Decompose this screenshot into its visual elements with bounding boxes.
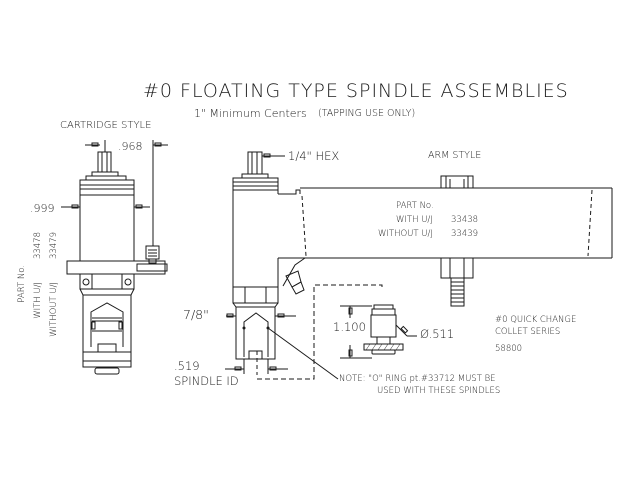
spindle-id-value: .519 [174, 359, 200, 373]
dimension-7-8: 7/8" [183, 307, 209, 322]
collet-detail [340, 304, 417, 359]
cartridge-part-number: 33479 [49, 232, 59, 260]
cartridge-style-label: CARTRIDGE STYLE [60, 120, 152, 131]
note-line2: USED WITH THESE SPINDLES [377, 386, 501, 396]
cartridge-part-number: 33478 [33, 232, 43, 260]
page-title: #0 FLOATING TYPE SPINDLE ASSEMBLIES [143, 80, 569, 102]
cartridge-part-desc: WITHOUT U/J [49, 282, 59, 337]
arm-part-number: 33439 [451, 229, 479, 239]
collet-series-line1: #0 QUICK CHANGE [495, 315, 577, 325]
collet-series-line2: COLLET SERIES [495, 327, 561, 337]
collet-series-number: 58800 [495, 344, 523, 354]
dimension-968: .968 [118, 140, 143, 153]
cartridge-part-desc: WITH U/J [33, 282, 43, 319]
subtitle-main: 1" Minimum Centers [194, 107, 307, 120]
note-line1: NOTE: "O" RING pt.#33712 MUST BE [339, 374, 496, 384]
arm-spindle [225, 151, 613, 380]
cartridge-part-header: PART No. [17, 265, 27, 303]
arm-style-label: ARM STYLE [428, 150, 482, 161]
arm-part-desc: WITHOUT U/J [378, 229, 433, 239]
dimension-diameter-511: Ø.511 [420, 327, 455, 341]
spindle-id-label: SPINDLE ID [174, 374, 239, 388]
hex-size-label: 1/4" HEX [288, 149, 340, 163]
subtitle-note: (TAPPING USE ONLY) [318, 108, 416, 119]
cartridge-spindle [61, 140, 168, 375]
dimension-999: .999 [30, 202, 55, 215]
arm-part-number: 33438 [451, 215, 479, 225]
arm-part-desc: WITH U/J [396, 215, 433, 225]
dimension-1-100: 1.100 [333, 320, 366, 334]
arm-part-header: PART No. [396, 201, 434, 211]
